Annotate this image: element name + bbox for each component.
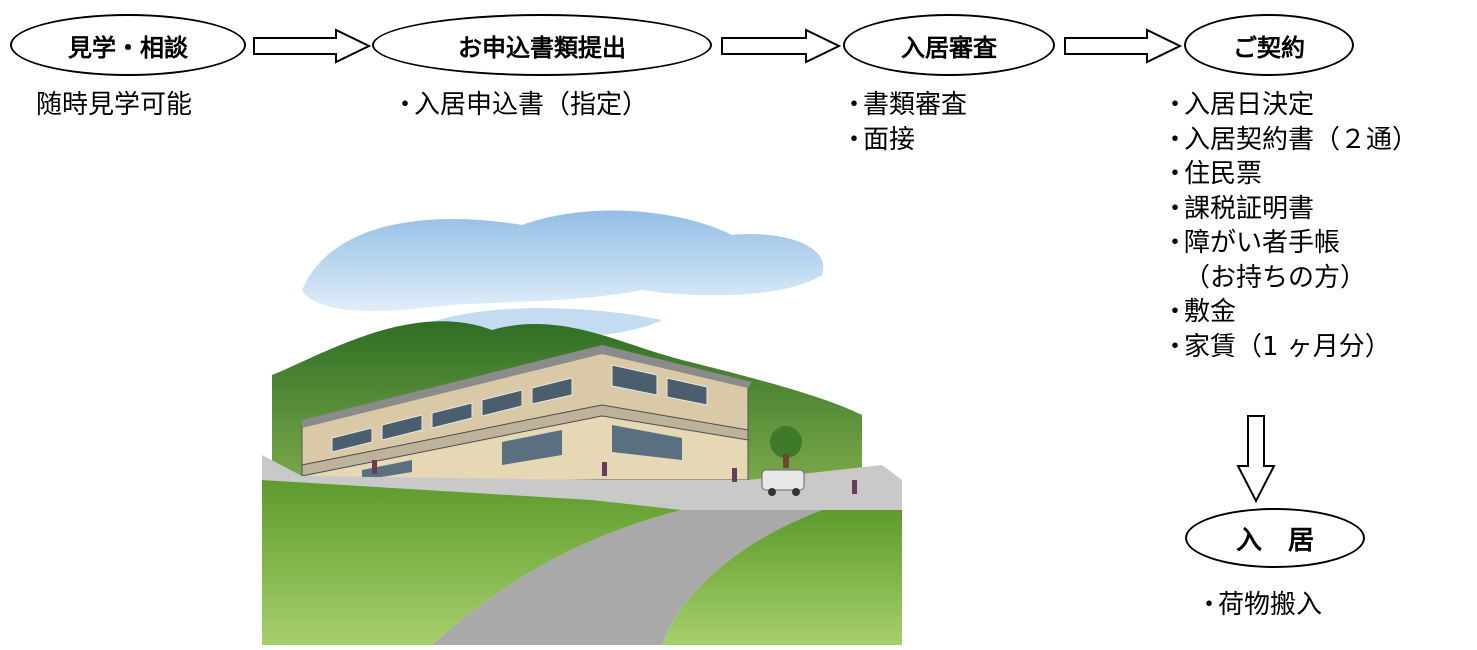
right-arrow-icon — [1064, 28, 1183, 64]
list-item: ・入居申込書（指定） — [392, 90, 649, 120]
list-item: ・入居日決定 — [1162, 90, 1315, 120]
application-notes: ・入居申込書（指定） — [392, 88, 648, 123]
list-item: ・入居契約書（２通） — [1162, 124, 1419, 155]
down-arrow-icon — [1236, 415, 1276, 504]
right-arrow-icon — [253, 28, 372, 64]
step-label: 入居審査 — [901, 33, 997, 62]
list-item: ・家賃（1 ヶ月分） — [1162, 331, 1391, 362]
step-application-submission: お申込書類提出 — [372, 14, 712, 76]
visit-note: 随時見学可能 — [36, 90, 193, 120]
step-contract: ご契約 — [1184, 14, 1354, 76]
step-move-in: 入 居 — [1185, 508, 1365, 568]
step-label: ご契約 — [1233, 33, 1305, 62]
step-label: 入 居 — [1235, 525, 1314, 556]
step-visit-consultation: 見学・相談 — [10, 14, 246, 76]
movein-notes: ・荷物搬入 — [1196, 588, 1322, 623]
list-item: ・荷物搬入 — [1196, 590, 1323, 620]
step-screening: 入居審査 — [843, 14, 1055, 76]
step-label: 見学・相談 — [68, 33, 188, 62]
contract-notes: ・入居日決定 ・入居契約書（２通） ・住民票 ・課税証明書 ・障がい者手帳 （お… — [1162, 88, 1418, 364]
list-item: ・障がい者手帳 — [1162, 228, 1341, 258]
list-item: ・書類審査 — [841, 90, 968, 120]
step-label: お申込書類提出 — [458, 33, 626, 62]
screening-notes: ・書類審査 ・面接 — [841, 88, 967, 157]
building-illustration — [262, 210, 902, 645]
list-item: ・敷金 — [1162, 297, 1237, 327]
list-item: ・面接 — [841, 124, 916, 155]
list-item: ・課税証明書 — [1162, 193, 1315, 224]
right-arrow-icon — [721, 28, 842, 64]
list-item: ・住民票 — [1162, 159, 1263, 189]
list-item: （お持ちの方） — [1184, 262, 1367, 293]
